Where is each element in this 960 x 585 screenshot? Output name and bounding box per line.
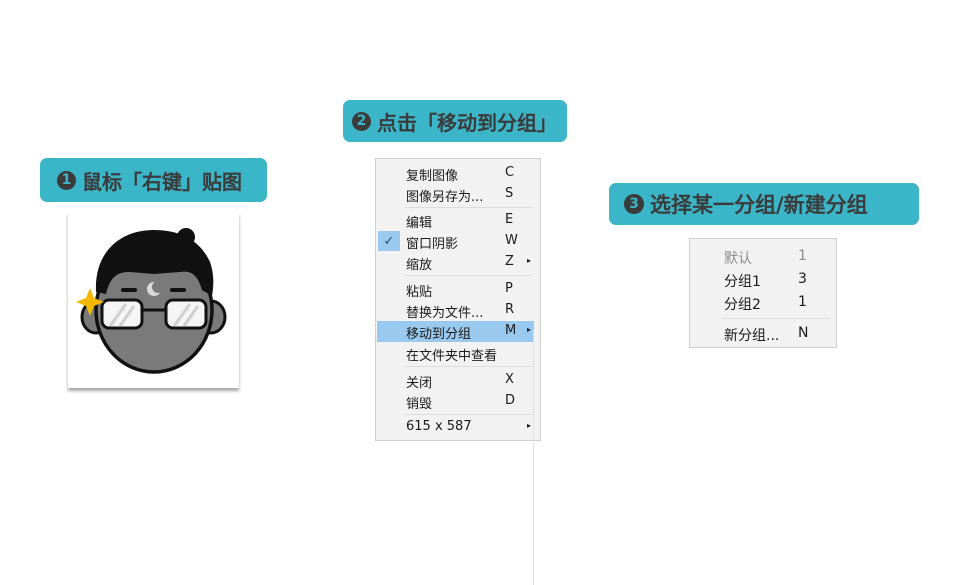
submenu-arrow-icon: ▸ <box>527 421 532 430</box>
group-count: 3 <box>798 271 807 287</box>
menu-item-shortcut: R <box>505 302 515 317</box>
menu-item-show-in-folder[interactable]: 在文件夹中查看 <box>377 343 532 364</box>
step-1-label: 1 鼠标「右键」贴图 <box>40 158 267 202</box>
menu-separator <box>404 366 532 367</box>
avatar-face-icon <box>76 228 227 374</box>
group-item-group2[interactable]: 分组2 1 <box>691 291 835 313</box>
menu-item-replace-with-file[interactable]: 替换为文件... R <box>377 300 532 321</box>
menu-item-copy-image[interactable]: 复制图像 C <box>377 163 532 184</box>
menu-item-shortcut: Z <box>505 254 514 269</box>
menu-item-label: 粘贴 <box>406 285 433 300</box>
menu-item-label: 复制图像 <box>406 169 459 184</box>
menu-separator <box>404 275 532 276</box>
menu-separator <box>404 207 532 208</box>
menu-item-label: 窗口阴影 <box>406 237 459 252</box>
menu-item-window-shadow[interactable]: ✓ 窗口阴影 W <box>377 231 532 252</box>
menu-item-shortcut: P <box>505 281 513 296</box>
step-2-label: 2 点击「移动到分组」 <box>343 100 567 142</box>
step-number-badge: 3 <box>624 194 644 214</box>
menu-item-label: 615 x 587 <box>406 419 472 434</box>
group-label: 默认 <box>724 251 752 267</box>
group-count: 1 <box>798 294 807 310</box>
menu-item-label: 销毁 <box>406 397 433 412</box>
menu-item-shortcut: S <box>505 186 514 201</box>
menu-separator <box>722 318 830 319</box>
menu-item-shortcut: W <box>505 233 518 248</box>
menu-item-zoom[interactable]: 缩放 Z ▸ <box>377 252 532 273</box>
menu-item-shortcut: X <box>505 372 514 387</box>
group-shortcut: N <box>798 325 809 341</box>
menu-item-close[interactable]: 关闭 X <box>377 370 532 391</box>
step-text: 点击「移动到分组」 <box>377 110 557 135</box>
menu-item-label: 关闭 <box>406 376 433 391</box>
menu-item-image-size[interactable]: 615 x 587 ▸ <box>377 417 532 438</box>
context-menu: 复制图像 C 图像另存为... S 编辑 E ✓ 窗口阴影 W 缩放 Z ▸ 粘… <box>375 158 541 585</box>
menu-item-label: 替换为文件... <box>406 306 484 321</box>
menu-item-shortcut: M <box>505 323 517 338</box>
group-label: 分组1 <box>724 274 761 290</box>
menu-item-destroy[interactable]: 销毁 D <box>377 391 532 412</box>
menu-item-save-image-as[interactable]: 图像另存为... S <box>377 184 532 205</box>
checkmark-icon: ✓ <box>378 231 400 251</box>
menu-item-label: 图像另存为... <box>406 190 484 205</box>
submenu-arrow-icon: ▸ <box>527 325 532 334</box>
group-label: 新分组... <box>724 328 780 344</box>
menu-item-label: 编辑 <box>406 216 433 231</box>
submenu-arrow-icon: ▸ <box>527 256 532 265</box>
step-3-label: 3 选择某一分组/新建分组 <box>609 183 919 225</box>
group-submenu: 默认 1 分组1 3 分组2 1 新分组... N <box>689 238 837 348</box>
step-number-badge: 2 <box>352 111 371 131</box>
menu-item-shortcut: D <box>505 393 516 408</box>
step-text: 鼠标「右键」贴图 <box>82 169 242 194</box>
menu-item-label: 移动到分组 <box>406 327 472 342</box>
menu-item-move-to-group[interactable]: 移动到分组 M ▸ <box>377 321 534 342</box>
menu-item-edit[interactable]: 编辑 E <box>377 210 532 231</box>
group-item-default[interactable]: 默认 1 <box>691 245 835 267</box>
group-item-new-group[interactable]: 新分组... N <box>691 322 835 344</box>
group-label: 分组2 <box>724 297 761 313</box>
step-text: 选择某一分组/新建分组 <box>650 193 868 217</box>
menu-item-shortcut: E <box>505 212 514 227</box>
menu-item-label: 缩放 <box>406 258 433 273</box>
menu-separator <box>404 414 532 415</box>
step-number-badge: 1 <box>57 170 76 190</box>
menu-item-shortcut: C <box>505 165 515 180</box>
menu-item-paste[interactable]: 粘贴 P <box>377 279 532 300</box>
pinned-image[interactable] <box>68 212 239 388</box>
group-count: 1 <box>798 248 807 264</box>
submenu-edge <box>533 330 540 585</box>
menu-item-label: 在文件夹中查看 <box>406 349 498 364</box>
group-item-group1[interactable]: 分组1 3 <box>691 268 835 290</box>
